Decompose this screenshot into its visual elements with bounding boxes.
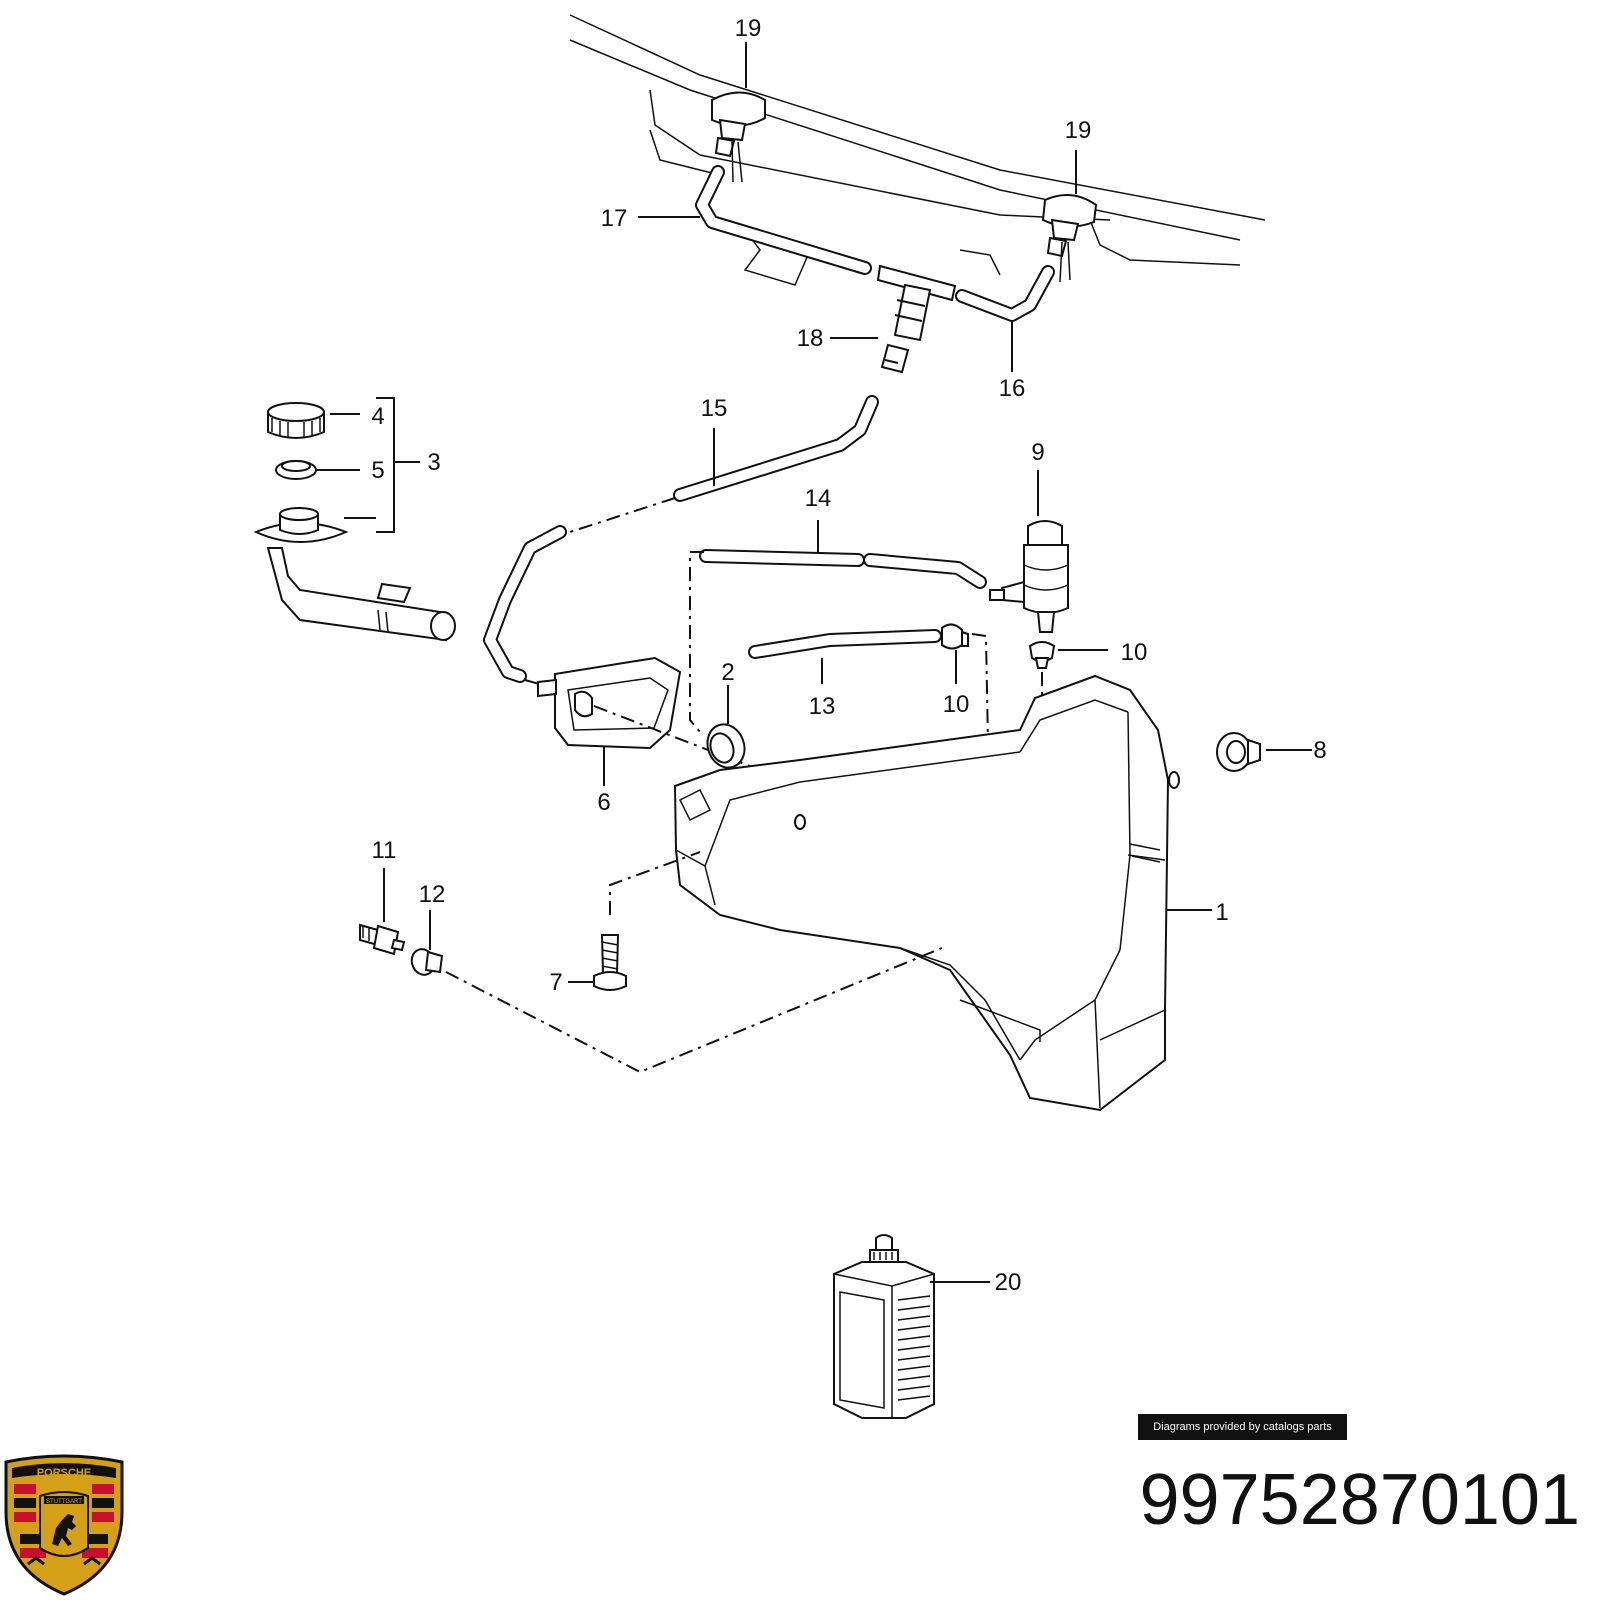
seal-2: [706, 723, 746, 769]
part-number: 99752870101: [1139, 1460, 1580, 1540]
grommet-10-lower: [941, 623, 1012, 745]
credit-label: Diagrams provided by catalogs parts: [1138, 1414, 1347, 1440]
callouts: 19 19 17 18 16 15 4 5 3 9 14 10 2 13 10 …: [371, 15, 1326, 1296]
callout-19-right: 19: [1065, 117, 1092, 144]
plug-8: [1216, 732, 1261, 772]
callout-17: 17: [601, 205, 628, 232]
callout-10-upper: 10: [1121, 639, 1148, 666]
callout-8: 8: [1313, 737, 1326, 764]
grommet-10-upper: [1028, 641, 1066, 706]
callout-1: 1: [1215, 899, 1228, 926]
hose-14: [689, 549, 987, 733]
callout-19-left: 19: [735, 15, 762, 42]
porsche-crest-logo: PORSCHE STUTTGART: [4, 1454, 124, 1596]
hose-15: [483, 395, 879, 691]
callout-3: 3: [427, 449, 440, 476]
callout-2: 2: [721, 659, 734, 686]
level-sensor-11: [359, 923, 406, 956]
callout-7: 7: [549, 969, 562, 996]
grommet-12: [410, 947, 943, 1074]
logo-wordmark: PORSCHE: [37, 1467, 91, 1479]
washer-nozzle-right: [1041, 194, 1098, 283]
hood-outline: [569, 14, 1266, 286]
callout-11: 11: [372, 837, 397, 864]
callout-13: 13: [809, 693, 836, 720]
t-connector-18: [876, 264, 957, 374]
washer-pump-9: [989, 520, 1069, 633]
callout-14: 14: [805, 485, 832, 512]
callout-18: 18: [797, 325, 824, 352]
callout-9: 9: [1031, 439, 1044, 466]
bottle-ribs: [897, 1295, 931, 1401]
filler-neck-3: [253, 402, 456, 642]
callout-4: 4: [371, 403, 384, 430]
callout-20: 20: [995, 1269, 1022, 1296]
bracket-6: [537, 656, 761, 771]
callout-12: 12: [419, 881, 446, 908]
hose-16: [955, 265, 1055, 322]
logo-city: STUTTGART: [46, 1499, 82, 1505]
washer-reservoir-1: [673, 674, 1180, 1112]
callout-5: 5: [371, 457, 384, 484]
horse-icon: [52, 1514, 76, 1546]
callout-6: 6: [597, 789, 610, 816]
washer-nozzle-left: [711, 91, 766, 183]
leader-lines: [316, 42, 1312, 1283]
callout-10-lower: 10: [943, 691, 970, 718]
callout-15: 15: [701, 395, 728, 422]
hose-13: [748, 629, 942, 659]
washer-fluid-bottle-20: [833, 1234, 935, 1419]
hose-17: [695, 165, 872, 275]
callout-16: 16: [999, 375, 1026, 402]
screw-7: [593, 851, 701, 991]
